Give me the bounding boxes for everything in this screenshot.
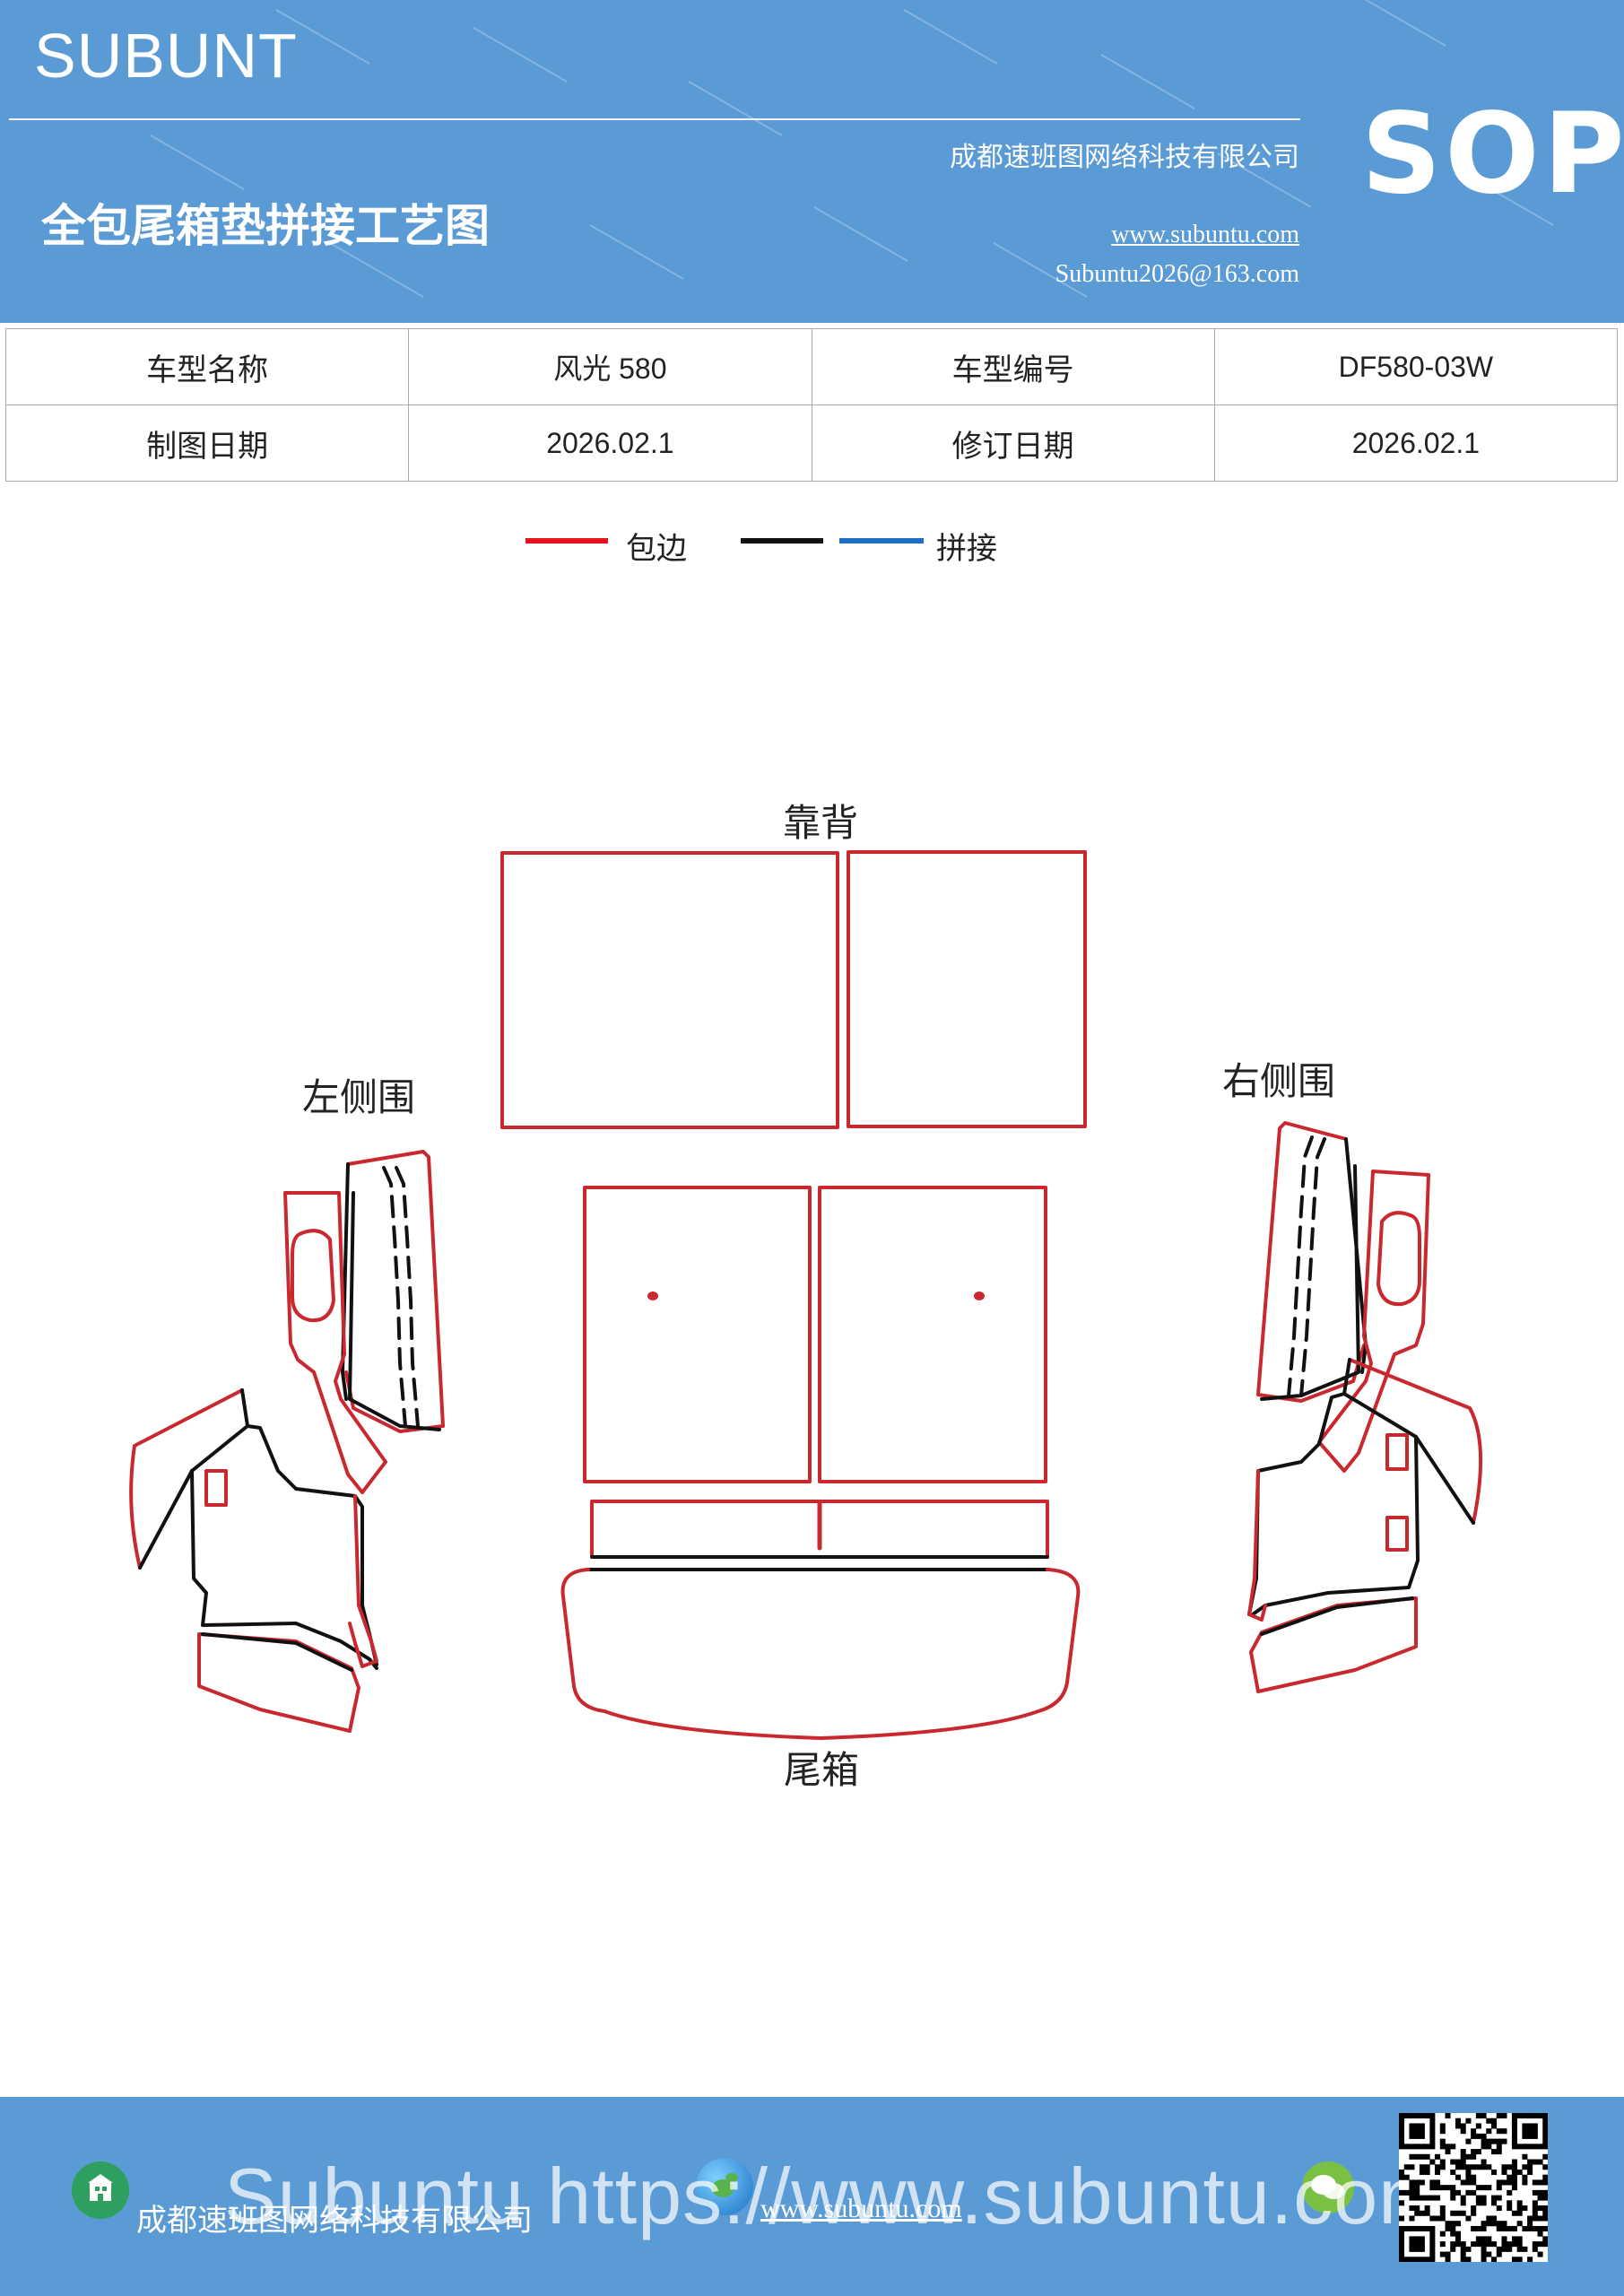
- vehicle-info-table: 车型名称 风光 580 车型编号 DF580-03W 制图日期 2026.02.…: [4, 328, 1619, 482]
- sop-badge: SOP: [1361, 90, 1624, 219]
- table-row: 制图日期 2026.02.1 修订日期 2026.02.1: [4, 404, 1619, 482]
- backrest-left-panel: [500, 851, 839, 1129]
- label-right-side: 右侧围: [1222, 1059, 1335, 1103]
- footer-banner: 成都速班图网络科技有限公司 www.subuntu.com Subuntu ht…: [0, 2097, 1624, 2296]
- trunk-middle-strip: [590, 1500, 1049, 1559]
- footer-url-link[interactable]: www.subuntu.com: [760, 2194, 962, 2223]
- right-side-panel: [1247, 1121, 1483, 1693]
- table-row: 车型名称 风光 580 车型编号 DF580-03W: [4, 328, 1619, 405]
- backrest-right-panel: [847, 850, 1087, 1128]
- legend-edge-label: 包边: [626, 531, 687, 567]
- vehicle-name-label: 车型名称: [4, 328, 410, 405]
- header-email: Subuntu2026@163.com: [1055, 260, 1299, 288]
- header-divider: [9, 118, 1300, 120]
- legend-edge-swatch: [525, 538, 608, 544]
- trunk-floor-panel: [560, 1568, 1081, 1740]
- left-side-panel: [129, 1150, 445, 1733]
- seat-right-hole: [974, 1292, 985, 1300]
- legend-seam-swatch: [741, 538, 823, 544]
- seat-right-panel: [818, 1186, 1047, 1483]
- vehicle-code-value: DF580-03W: [1213, 328, 1619, 405]
- legend-splice-label: 拼接: [936, 531, 997, 567]
- label-trunk: 尾箱: [784, 1748, 859, 1792]
- draw-date-label: 制图日期: [4, 404, 410, 482]
- draw-date-value: 2026.02.1: [408, 404, 812, 482]
- header-banner: SUBUNT 成都速班图网络科技有限公司 SOP 全包尾箱垫拼接工艺图 www.…: [0, 0, 1624, 323]
- building-icon: [72, 2161, 129, 2219]
- footer-company: 成都速班图网络科技有限公司: [136, 2203, 533, 2239]
- page-title: 全包尾箱垫拼接工艺图: [41, 200, 490, 252]
- label-left-side: 左侧围: [302, 1075, 415, 1119]
- footer-watermark-overlay: Subuntu https://www.subuntu.com: [224, 2152, 1446, 2240]
- legend-splice-swatch: [839, 538, 924, 544]
- vehicle-code-label: 车型编号: [811, 328, 1215, 405]
- legend: 包边 拼接: [0, 524, 1624, 578]
- wechat-icon: [1302, 2161, 1354, 2213]
- globe-icon: [696, 2158, 753, 2215]
- revise-date-value: 2026.02.1: [1213, 404, 1619, 482]
- seat-left-hole: [647, 1292, 658, 1300]
- header-url-link[interactable]: www.subuntu.com: [1111, 221, 1299, 248]
- revise-date-label: 修订日期: [811, 404, 1215, 482]
- vehicle-name-value: 风光 580: [408, 328, 812, 405]
- qr-code: [1399, 2113, 1549, 2263]
- seat-left-panel: [583, 1186, 812, 1483]
- brand-logo-text: SUBUNT: [34, 21, 298, 91]
- header-company: 成都速班图网络科技有限公司: [950, 142, 1299, 173]
- label-back: 靠背: [783, 801, 858, 845]
